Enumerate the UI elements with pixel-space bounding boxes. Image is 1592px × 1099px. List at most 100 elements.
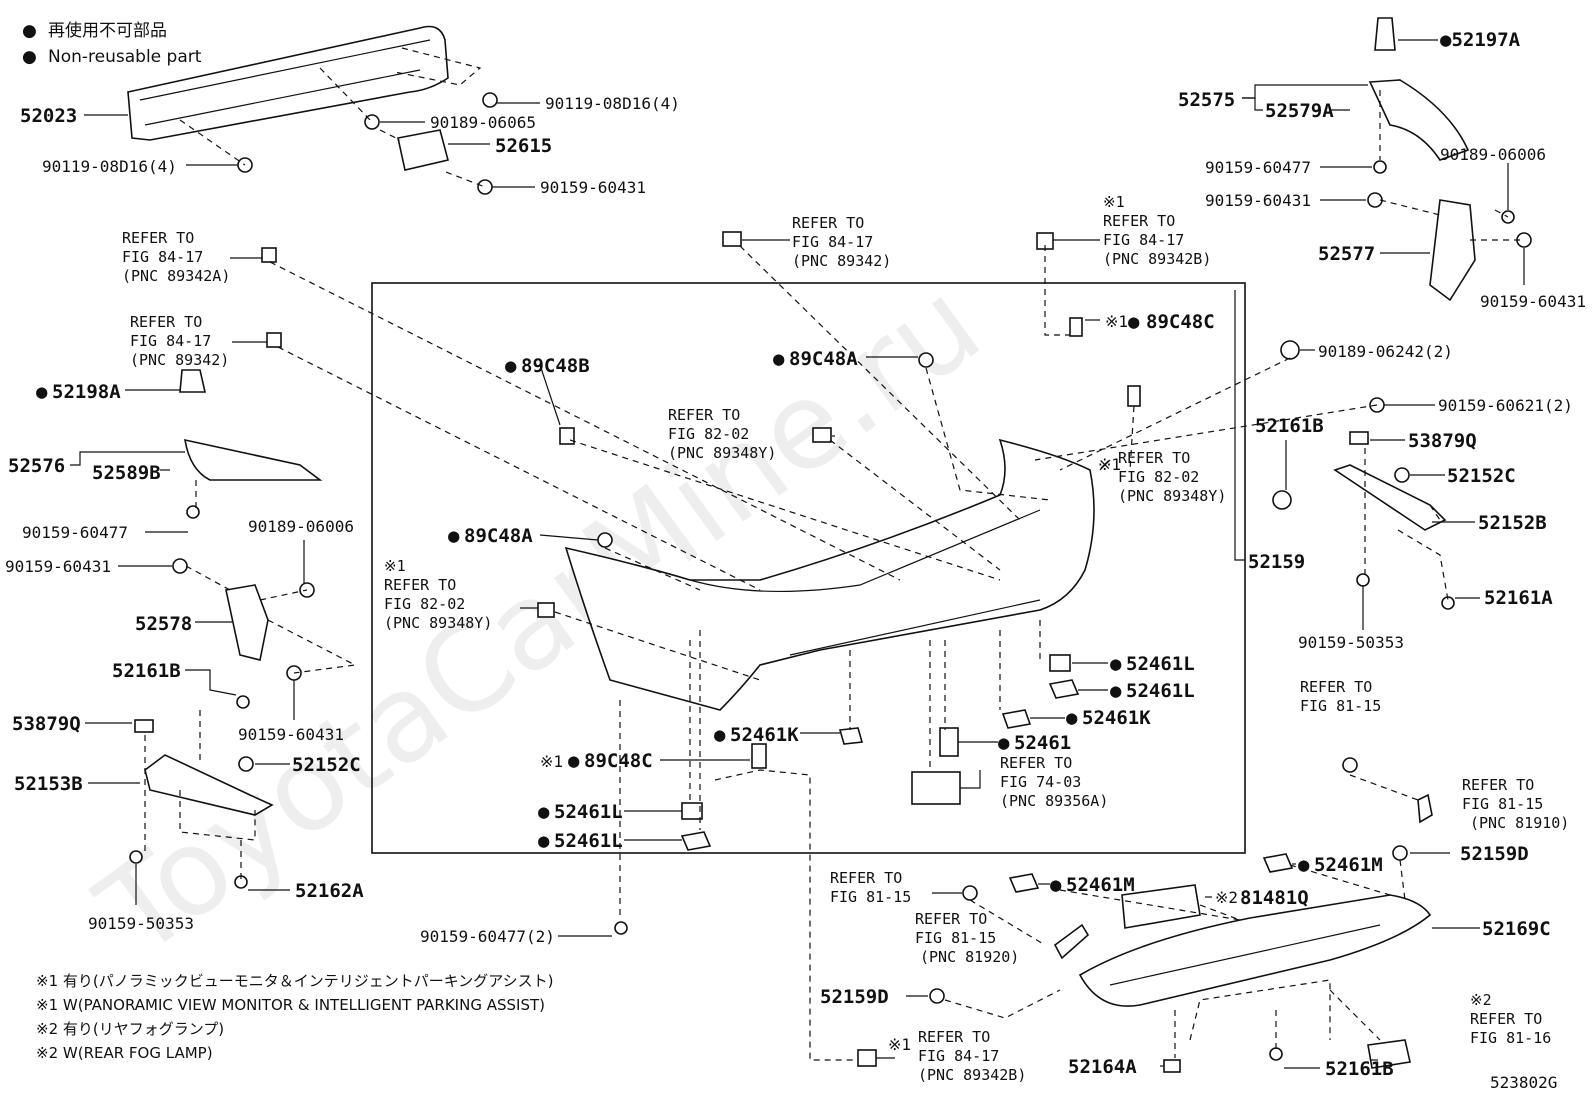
label-52023: 52023: [20, 105, 77, 127]
svg-text:FIG 82-02: FIG 82-02: [384, 595, 465, 613]
legend-dot-2: ●: [22, 47, 37, 67]
label-52159: 52159: [1248, 551, 1305, 573]
label-52162A: 52162A: [295, 880, 364, 902]
label-mark-m3: ※1: [1098, 455, 1121, 474]
ref-r11: REFER TO FIG 81-15: [830, 869, 911, 906]
clip-52197A-shape: [1374, 17, 1396, 51]
label-52575: 52575: [1178, 89, 1235, 111]
label-mark-m1: ※1: [1105, 312, 1128, 331]
svg-text:(PNC 81920): (PNC 81920): [920, 948, 1019, 966]
ref-r10: REFER TO FIG 81-15 (PNC 81910): [1462, 776, 1569, 832]
svg-text:REFER TO: REFER TO: [915, 910, 987, 928]
bracket-r5-shape: [812, 427, 832, 443]
svg-text:(PNC 89342B): (PNC 89342B): [1103, 250, 1211, 268]
svg-text:REFER TO: REFER TO: [130, 313, 202, 331]
label-90189-06242: 90189-06242(2): [1318, 342, 1453, 361]
label-90119-08D16-left: 90119-08D16(4): [42, 157, 177, 176]
label-52159D-2: 52159D: [820, 986, 889, 1008]
label-52577: 52577: [1318, 243, 1375, 265]
pad-52461K-1-shape: [838, 727, 864, 745]
label-52161B-r: 52161B: [1255, 415, 1324, 437]
svg-text:REFER TO: REFER TO: [830, 869, 902, 887]
retainer-89C48B-shape: [559, 427, 575, 445]
dot-52461L-2: ●: [1110, 680, 1122, 702]
dot-89C48C-r: ●: [1128, 311, 1140, 333]
ref-r9: REFER TO FIG 81-15: [1300, 678, 1381, 715]
dot-89C48A-2: ●: [448, 525, 460, 547]
label-81481Q: 81481Q: [1240, 887, 1309, 909]
label-52159D-1: 52159D: [1460, 843, 1529, 865]
label-89C48C-r: 89C48C: [1146, 311, 1215, 333]
dot-89C48A-1: ●: [773, 348, 785, 370]
svg-text:(PNC 89342B): (PNC 89342B): [918, 1066, 1026, 1084]
part-labels: 52023 90119-08D16(4) 90119-08D16(4) 9018…: [5, 29, 1586, 1080]
label-52461L-3: 52461L: [554, 801, 623, 823]
pad-52461L-3-shape: [681, 802, 703, 820]
dot-89C48C-m: ●: [568, 750, 580, 772]
svg-text:REFER TO: REFER TO: [668, 406, 740, 424]
label-89C48A-1: 89C48A: [789, 348, 858, 370]
sensor-r3-shape: [722, 231, 742, 247]
label-89C48B: 89C48B: [521, 355, 590, 377]
svg-text:FIG 84-17: FIG 84-17: [122, 248, 203, 266]
label-52461K-1: 52461K: [730, 724, 799, 746]
label-90119-08D16-top: 90119-08D16(4): [545, 94, 680, 113]
pad-52461L-4-shape: [680, 831, 712, 851]
svg-text:REFER TO: REFER TO: [918, 1028, 990, 1046]
pad-52461M-2-shape: [1262, 853, 1294, 873]
ref-r14: ※2 REFER TO FIG 81-16: [1470, 991, 1551, 1047]
svg-text:FIG 81-15: FIG 81-15: [1462, 795, 1543, 813]
footnotes: ※1 有り(パノラミックビューモニタ＆インテリジェントパーキングアシスト) ※1…: [36, 972, 554, 1062]
bracket-r7-shape: [1127, 385, 1141, 407]
svg-text:(PNC 89342): (PNC 89342): [792, 252, 891, 270]
label-90159-50353-l: 90159-50353: [88, 914, 194, 933]
label-52461L-4: 52461L: [554, 830, 623, 852]
clip-52198A-shape: [179, 369, 207, 393]
label-90159-60477-2: 90159-60477(2): [420, 927, 555, 946]
footnote-1: ※1 有り(パノラミックビューモニタ＆インテリジェントパーキングアシスト): [36, 972, 554, 990]
svg-text:REFER TO: REFER TO: [1462, 776, 1534, 794]
svg-text:FIG 84-17: FIG 84-17: [792, 233, 873, 251]
svg-text:REFER TO: REFER TO: [1103, 212, 1175, 230]
label-52461K-2: 52461K: [1082, 707, 1151, 729]
label-52589B: 52589B: [92, 462, 161, 484]
label-90159-60477-r: 90159-60477: [1205, 158, 1311, 177]
svg-text:(PNC 89342): (PNC 89342): [130, 351, 229, 369]
dot-52461K-2: ●: [1066, 707, 1078, 729]
diagram-code: 523802G: [1490, 1073, 1557, 1092]
bracket-52152B-shape: [1333, 464, 1447, 531]
legend-en: Non-reusable part: [48, 47, 202, 67]
label-52152C-r: 52152C: [1447, 465, 1516, 487]
retainer-52576-shape: [184, 438, 323, 481]
dot-52461K-1: ●: [714, 724, 726, 746]
label-52169C: 52169C: [1482, 918, 1551, 940]
svg-text:(PNC 89348Y): (PNC 89348Y): [668, 444, 776, 462]
leader-lines: [70, 39, 1525, 1069]
label-52152C-l: 52152C: [292, 754, 361, 776]
svg-text:REFER TO: REFER TO: [1300, 678, 1372, 696]
dot-52461L-1: ●: [1110, 653, 1122, 675]
label-52198A: 52198A: [52, 381, 121, 403]
label-90159-60431-l2: 90159-60431: [238, 725, 344, 744]
svg-text:(PNC 89348Y): (PNC 89348Y): [384, 614, 492, 632]
svg-text:FIG 82-02: FIG 82-02: [1118, 468, 1199, 486]
footnote-2: ※1 W(PANORAMIC VIEW MONITOR & INTELLIGEN…: [36, 996, 545, 1014]
label-mark-m5: ※1: [888, 1035, 911, 1054]
dot-89C48B: ●: [505, 355, 517, 377]
label-52578: 52578: [135, 613, 192, 635]
ref-r6: ※1 REFER TO FIG 82-02 (PNC 89348Y): [384, 557, 492, 632]
fasteners: [129, 92, 1532, 1061]
ref-r2: REFER TO FIG 84-17 (PNC 89342): [130, 313, 229, 369]
svg-text:REFER TO: REFER TO: [1470, 1010, 1542, 1028]
label-52197A: ●52197A: [1440, 29, 1521, 51]
ref-r1: REFER TO FIG 84-17 (PNC 89342A): [122, 229, 230, 285]
label-90159-60431-r1: 90159-60431: [1205, 191, 1311, 210]
reference-notes: REFER TO FIG 84-17 (PNC 89342A) REFER TO…: [122, 193, 1569, 1084]
svg-text:FIG 84-17: FIG 84-17: [130, 332, 211, 350]
svg-text:※1: ※1: [1103, 193, 1125, 211]
svg-text:FIG 81-15: FIG 81-15: [1300, 697, 1381, 715]
label-90189-06006-r: 90189-06006: [1440, 145, 1546, 164]
svg-text:FIG 84-17: FIG 84-17: [918, 1047, 999, 1065]
dot-52461M-1: ●: [1050, 874, 1062, 896]
